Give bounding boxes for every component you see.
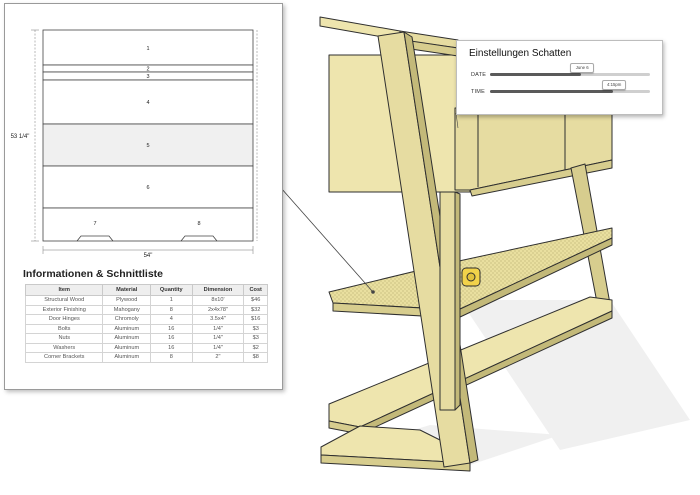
cut-list-table: Item Material Quantity Dimension Cost St… xyxy=(24,284,268,363)
date-slider-thumb[interactable]: June 6 xyxy=(570,63,595,73)
plan-label-5: 5 xyxy=(146,143,149,149)
table-cell: Aluminum xyxy=(102,323,152,334)
table-cell: 8 xyxy=(150,304,193,315)
table-cell: Aluminum xyxy=(102,342,152,353)
plan-label-6: 6 xyxy=(146,185,149,191)
table-row: Exterior Finishing Mahogany 8 2x4x78" $3… xyxy=(24,304,268,315)
table-row: Structural Wood Plywood 1 8x10' $46 xyxy=(24,295,268,306)
table-row: Nuts Aluminum 16 1/4" $3 xyxy=(24,333,268,344)
shadow-settings-panel: Einstellungen Schatten DATE June 6 TIME … xyxy=(456,40,663,115)
table-cell: 16 xyxy=(150,323,193,334)
table-cell: $2 xyxy=(243,342,268,353)
table-cell: Mahogany xyxy=(102,304,152,315)
table-cell: 16 xyxy=(150,333,193,344)
date-slider[interactable]: June 6 xyxy=(490,63,650,76)
table-cell: Nuts xyxy=(24,333,104,344)
table-cell: $32 xyxy=(243,304,268,315)
plan-sheet: 1 2 3 4 5 6 7 8 53 1/4" 54" Informatione… xyxy=(4,3,283,390)
shadow-settings-title: Einstellungen Schatten xyxy=(469,48,572,59)
time-slider[interactable]: 4:15pm xyxy=(490,80,650,93)
plan-label-7: 7 xyxy=(93,221,96,227)
table-cell: $46 xyxy=(243,295,268,306)
table-cell: Plywood xyxy=(102,295,152,306)
width-dimension: 54" xyxy=(144,253,153,259)
table-cell: $3 xyxy=(243,323,268,334)
table-cell: 1 xyxy=(150,295,193,306)
table-row: Washers Aluminum 16 1/4" $2 xyxy=(24,342,268,353)
cut-list-header-row: Item Material Quantity Dimension Cost xyxy=(24,284,268,296)
table-row: Bolts Aluminum 16 1/4" $3 xyxy=(24,323,268,334)
column-header: Material xyxy=(102,284,152,296)
table-cell: Aluminum xyxy=(102,333,152,344)
plan-label-8: 8 xyxy=(197,221,200,227)
plan-label-2: 2 xyxy=(146,67,149,73)
table-cell: Bolts xyxy=(24,323,104,334)
table-cell: 1/4" xyxy=(191,323,245,334)
table-row: Corner Brackets Aluminum 8 2" $8 xyxy=(24,352,268,363)
table-cell: 2x4x78" xyxy=(191,304,245,315)
plan-base xyxy=(42,207,254,242)
plan-label-3: 3 xyxy=(146,74,149,80)
plan-panel-6 xyxy=(42,165,254,209)
column-header: Cost xyxy=(243,284,268,296)
table-cell: 1/4" xyxy=(191,342,245,353)
table-cell: $8 xyxy=(243,352,268,363)
table-cell: 1/4" xyxy=(191,333,245,344)
date-label: DATE xyxy=(471,72,487,78)
plan-panel-1 xyxy=(42,29,254,66)
plan-label-1: 1 xyxy=(146,46,149,52)
front-elevation-drawing: 1 2 3 4 5 6 7 8 53 1/4" 54" xyxy=(11,29,258,259)
table-cell: Door Hinges xyxy=(24,314,104,325)
table-cell: Chromoly xyxy=(102,314,152,325)
table-cell: Washers xyxy=(24,342,104,353)
time-label: TIME xyxy=(471,89,485,95)
table-cell: Aluminum xyxy=(102,352,152,363)
table-row: Door Hinges Chromoly 4 3.5x4" $16 xyxy=(24,314,268,325)
plan-label-4: 4 xyxy=(146,100,149,106)
table-cell: 16 xyxy=(150,342,193,353)
cut-list-title: Informationen & Schnittliste xyxy=(23,268,164,280)
plan-panel-4 xyxy=(42,79,254,125)
table-cell: 4 xyxy=(150,314,193,325)
table-cell: 8 xyxy=(150,352,193,363)
table-cell: 2" xyxy=(191,352,245,363)
column-header: Item xyxy=(24,284,104,296)
table-cell: Structural Wood xyxy=(24,295,104,306)
column-header: Dimension xyxy=(191,284,245,296)
table-cell: $3 xyxy=(243,333,268,344)
time-slider-fill xyxy=(490,90,614,93)
table-cell: 3.5x4" xyxy=(191,314,245,325)
table-cell: 8x10' xyxy=(191,295,245,306)
height-dimension: 53 1/4" xyxy=(11,134,30,140)
date-slider-fill xyxy=(490,73,582,76)
time-slider-thumb[interactable]: 4:15pm xyxy=(602,80,627,90)
table-cell: Exterior Finishing xyxy=(24,304,104,315)
table-cell: $16 xyxy=(243,314,268,325)
table-cell: Corner Brackets xyxy=(24,352,104,363)
column-header: Quantity xyxy=(150,284,193,296)
plan-panel-5 xyxy=(42,123,254,167)
